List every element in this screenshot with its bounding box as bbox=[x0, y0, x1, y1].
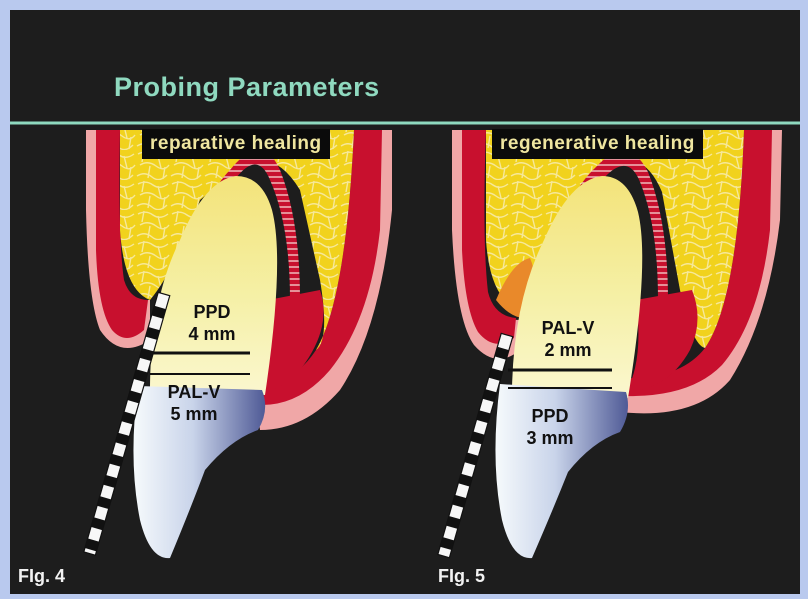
slide-title: Probing Parameters bbox=[114, 72, 380, 103]
panel-2-lower-label: PPD 3 mm bbox=[512, 405, 588, 449]
lower-label-text: PAL-V bbox=[152, 381, 236, 403]
figure-caption-2: FIg. 5 bbox=[438, 566, 485, 587]
panel-1-heading: reparative healing bbox=[142, 129, 330, 159]
upper-value-text: 2 mm bbox=[526, 339, 610, 361]
upper-label-text: PPD bbox=[174, 301, 250, 323]
lower-label-text: PPD bbox=[512, 405, 588, 427]
panel-1-lower-label: PAL-V 5 mm bbox=[152, 381, 236, 425]
lower-value-text: 5 mm bbox=[152, 403, 236, 425]
panel-1-upper-label: PPD 4 mm bbox=[174, 301, 250, 345]
lower-value-text: 3 mm bbox=[512, 427, 588, 449]
upper-value-text: 4 mm bbox=[174, 323, 250, 345]
panel-2-upper-label: PAL-V 2 mm bbox=[526, 317, 610, 361]
figure-caption-1: FIg. 4 bbox=[18, 566, 65, 587]
upper-label-text: PAL-V bbox=[526, 317, 610, 339]
panel-2-heading: regenerative healing bbox=[492, 129, 703, 159]
